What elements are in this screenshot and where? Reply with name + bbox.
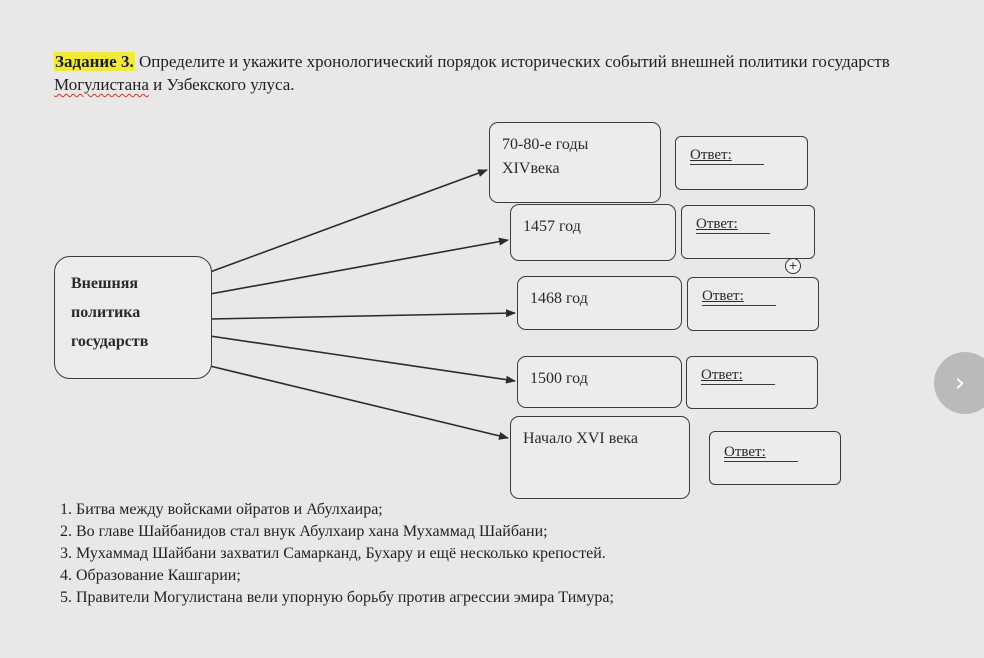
- event-box-5-line-1: Начало XVI века: [523, 430, 638, 447]
- event-box-2-line-1: 1457 год: [523, 218, 581, 235]
- task-wavy-word: Могулистана: [54, 75, 149, 94]
- option-5: 5. Правители Могулистана вели упорную бо…: [60, 589, 614, 606]
- event-box-4: 1500 год: [517, 356, 682, 408]
- event-box-3: 1468 год: [517, 276, 682, 330]
- main-box-line-2: политика: [71, 304, 141, 321]
- next-page-button[interactable]: ›: [934, 352, 984, 414]
- answer-label-4: Ответ:: [701, 367, 775, 385]
- option-4: 4. Образование Кашгарии;: [60, 567, 241, 584]
- answer-label-1: Ответ:: [690, 147, 764, 165]
- event-box-2: 1457 год: [510, 204, 676, 261]
- options-list: 1. Битва между войсками ойратов и Абулха…: [60, 499, 614, 609]
- task-text-before: Определите и укажите хронологический пор…: [134, 52, 890, 71]
- event-box-5: Начало XVI века: [510, 416, 690, 499]
- main-box-line-3: государств: [71, 333, 149, 350]
- event-box-3-line-1: 1468 год: [530, 290, 588, 307]
- arrow-4: [209, 335, 516, 384]
- answer-box-1[interactable]: Ответ:: [675, 136, 808, 190]
- answer-box-2[interactable]: Ответ:: [681, 205, 815, 259]
- chevron-right-icon: ›: [954, 368, 966, 398]
- option-2: 2. Во главе Шайбанидов стал внук Абулхаи…: [60, 523, 548, 540]
- answer-box-4[interactable]: Ответ:: [686, 356, 818, 409]
- arrow-2: [209, 237, 509, 295]
- arrow-5: [209, 365, 509, 440]
- task-heading: Задание 3. Определите и укажите хронолог…: [54, 50, 894, 96]
- option-3: 3. Мухаммад Шайбани захватил Самарканд, …: [60, 545, 606, 562]
- event-box-1-line-2: XIVвека: [502, 160, 560, 177]
- answer-label-3: Ответ:: [702, 288, 776, 306]
- option-1: 1. Битва между войсками ойратов и Абулха…: [60, 501, 383, 518]
- arrow-3: [209, 309, 516, 320]
- arrow-1: [209, 169, 488, 273]
- zoom-in-icon[interactable]: +: [785, 258, 801, 274]
- answer-box-3[interactable]: Ответ:: [687, 277, 819, 331]
- main-box-line-1: Внешняя: [71, 275, 139, 292]
- task-label: Задание 3.: [54, 52, 135, 71]
- answer-label-5: Ответ:: [724, 444, 798, 462]
- answer-box-5[interactable]: Ответ:: [709, 431, 841, 485]
- event-box-1-line-1: 70-80-е годы: [502, 136, 589, 153]
- answer-label-2: Ответ:: [696, 216, 770, 234]
- event-box-1: 70-80-е годы XIVвека: [489, 122, 661, 203]
- task-text-after: и Узбекского улуса.: [148, 75, 295, 94]
- main-box: Внешняя политика государств: [54, 256, 212, 379]
- event-box-4-line-1: 1500 год: [530, 370, 588, 387]
